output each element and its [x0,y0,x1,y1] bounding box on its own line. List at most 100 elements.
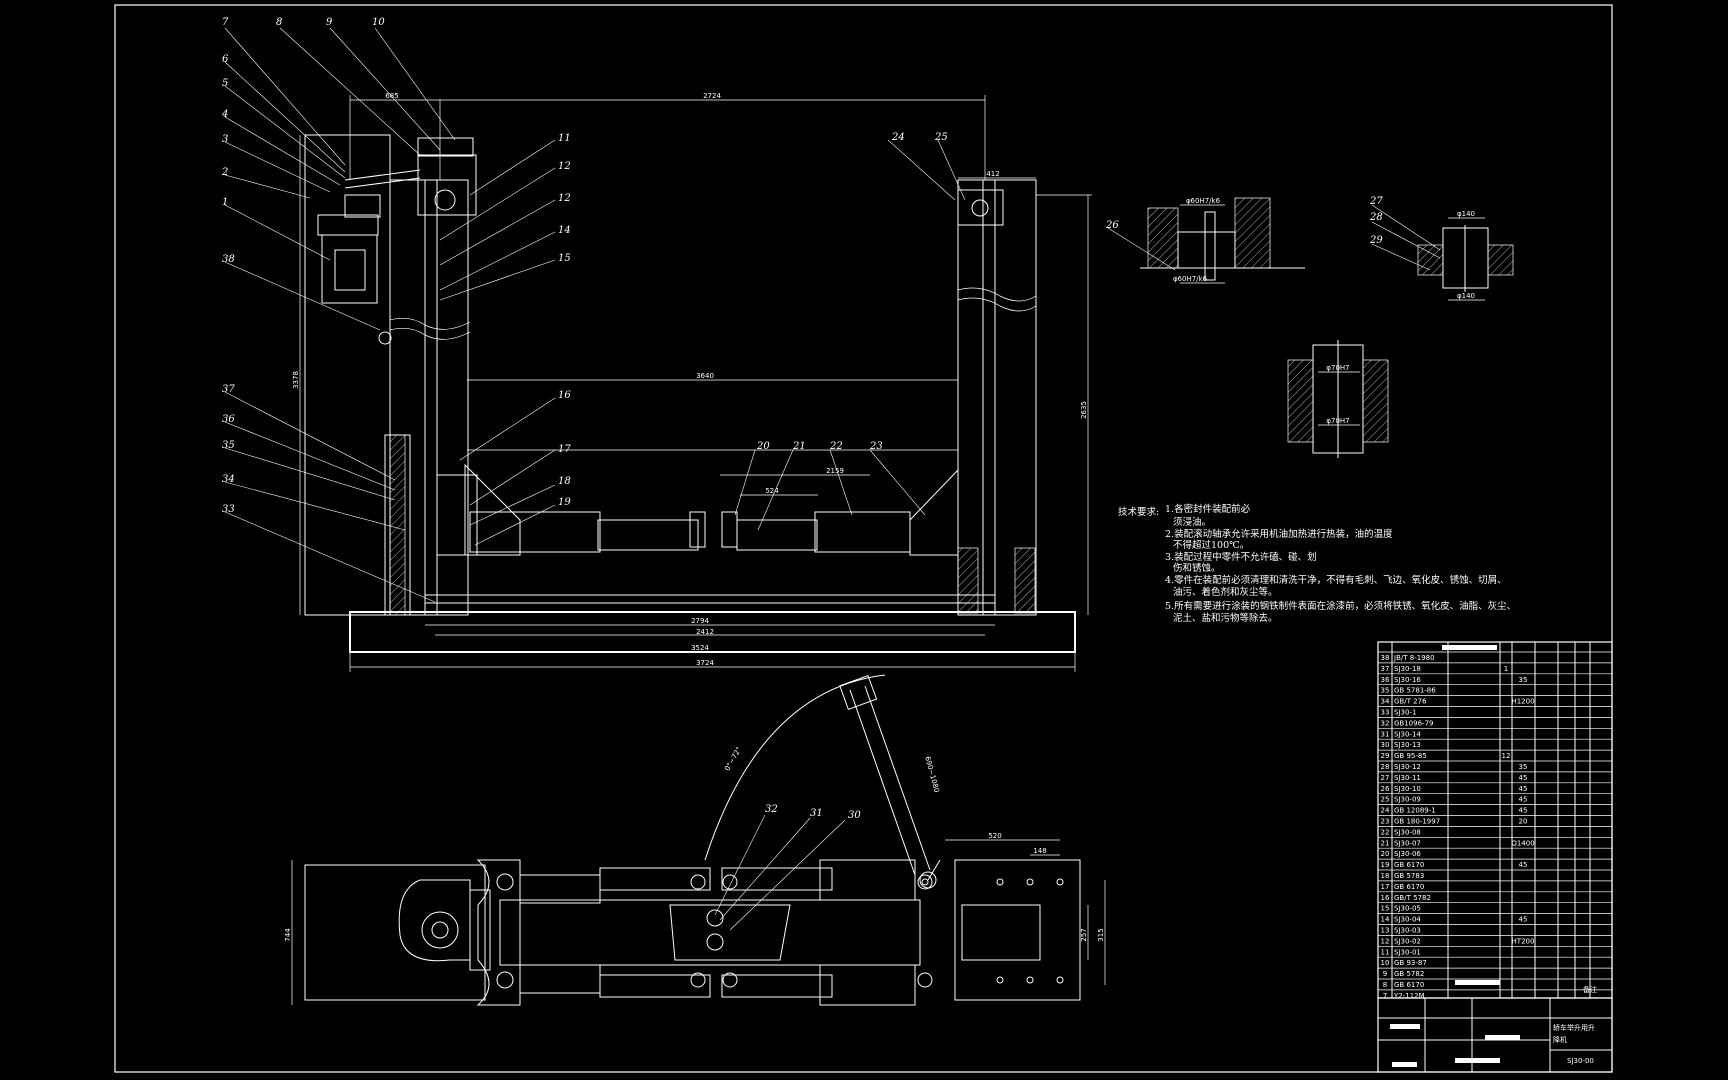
part-label-6: 6 [222,54,229,65]
bom-row-code: GB1096-79 [1394,719,1433,727]
bom-row-no: 34 [1381,698,1390,706]
bom-row-no: 37 [1381,665,1390,673]
bom-row-code: SJ30-01 [1394,948,1421,956]
bom-row-code: GB 93-87 [1394,959,1427,967]
part-label-34: 34 [222,474,235,485]
notes-line-2: 须浸油。 [1173,516,1211,528]
bom-row-material: 45 [1519,861,1528,869]
bom-row-code: GB 5782 [1394,970,1424,978]
bom-row-code: SJ30-03 [1394,927,1421,935]
bom-row-code: SJ30-1 [1394,709,1416,717]
part-label-31: 31 [810,808,823,819]
bom-row-no: 12 [1381,937,1390,945]
bom-row-no: 26 [1381,785,1390,793]
part-label-25: 25 [934,132,948,143]
part-label-23: 23 [869,441,883,452]
bom-row-no: 35 [1381,687,1390,695]
bom-row-code: SJ30-05 [1394,905,1421,913]
dim-arm-dim2: 524 [765,487,779,495]
front-elevation [299,95,1092,672]
part-label-12: 12 [558,161,571,172]
notes-line-4: 不得超过100℃。 [1173,539,1249,551]
dim-detail3-top: φ70H7 [1326,364,1349,372]
part-label-4: 4 [221,109,228,120]
bom-row-no: 24 [1381,807,1390,815]
bom-row-no: 14 [1381,916,1390,924]
leader-lines [224,27,1441,931]
part-label-33: 33 [222,504,235,515]
bom-row-no: 20 [1381,850,1390,858]
dim-col-top: 412 [986,170,999,178]
bom-row-code: GB 5783 [1394,872,1424,880]
part-label-1: 1 [222,197,228,208]
plan-view [291,674,1106,1006]
bom-row-code: GB/T 5782 [1394,894,1431,902]
bom-row-qty: 1 [1504,665,1508,673]
bom-row-code: SJ30-16 [1394,676,1421,684]
bom-row-no: 9 [1383,970,1387,978]
bom-row-no: 15 [1381,905,1390,913]
notes-line-5: 3.装配过程中零件不允许磕、碰、划 [1165,551,1317,563]
bom-row-no: 7 [1383,992,1387,1000]
bom-row-no: 27 [1381,774,1390,782]
dimension-labels: 2724685412364033782635279424123524372421… [284,92,1475,942]
part-label-8: 8 [276,17,282,28]
bom-row-material: 45 [1519,774,1528,782]
part-label-3: 3 [222,134,228,145]
dim-plan-148: 148 [1033,847,1046,855]
dim-base-inner: 2412 [696,628,714,636]
technical-notes: 技术要求:1.各密封件装配前必须浸油。2.装配滚动轴承允许采用机油加热进行热装，… [1118,503,1516,624]
bom-row-no: 13 [1381,927,1390,935]
part-label-7: 7 [222,17,229,28]
bom-row-material: 35 [1519,676,1528,684]
bom-row-no: 10 [1381,959,1390,967]
notes-line-3: 2.装配滚动轴承允许采用机油加热进行热装，油的温度 [1165,528,1393,540]
part-label-38: 38 [222,254,235,265]
bom-row-material: 45 [1519,785,1528,793]
bom-row-code: GB 6170 [1394,981,1424,989]
part-label-16: 16 [558,390,571,401]
notes-line-6: 伤和锈蚀。 [1173,562,1221,574]
bom-row-code: SJ30-14 [1394,730,1421,738]
dim-base-mid: 3524 [691,644,709,652]
bom-row-no: 31 [1381,730,1390,738]
bom-row-code: SJ30-18 [1394,665,1421,673]
dim-top-left: 685 [385,92,398,100]
bom-row-code: GB 12089-1 [1394,807,1436,815]
part-label-19: 19 [558,497,571,508]
part-label-2: 2 [221,167,228,178]
part-label-14: 14 [558,225,571,236]
title-name-line2: 降机 [1553,1035,1567,1044]
bom-row-no: 36 [1381,676,1390,684]
dim-plan-right2: 257 [1080,928,1088,941]
bom-row-no: 22 [1381,828,1390,836]
part-label-26: 26 [1105,220,1119,231]
dim-right-height: 2635 [1080,401,1088,419]
bom-row-no: 23 [1381,818,1390,826]
bom-row-no: 25 [1381,796,1390,804]
part-label-37: 37 [222,384,235,395]
part-label-20: 20 [756,441,770,452]
detail-views [1140,197,1514,458]
dim-plan-520: 520 [988,832,1001,840]
dim-detail-top: φ60H7/k6 [1186,197,1221,205]
dim-plan-left: 744 [284,928,292,942]
bom-remark-header: 备注 [1583,985,1597,994]
part-label-5: 5 [222,78,228,89]
part-label-32: 32 [765,804,778,815]
notes-line-10: 泥土、盐和污物等除去。 [1173,612,1278,624]
bom-row-no: 38 [1381,654,1390,662]
bom-row-code: SJ30-06 [1394,850,1421,858]
bom-row-no: 17 [1381,883,1390,891]
bom-row-no: 32 [1381,719,1390,727]
part-label-15: 15 [558,253,571,264]
bom-row-code: GB 180-1997 [1394,818,1440,826]
part-label-29: 29 [1369,235,1383,246]
dim-mid-width: 3640 [696,372,714,380]
part-label-10: 10 [372,17,385,28]
dim-detail-bottom: φ60H7/k6 [1173,275,1208,283]
bom-row-material: 45 [1519,796,1528,804]
